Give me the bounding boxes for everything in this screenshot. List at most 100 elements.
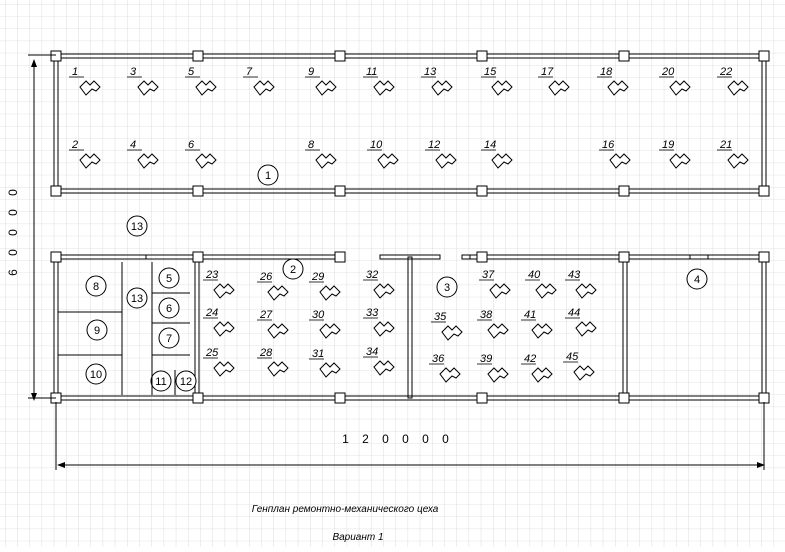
machine-symbol — [531, 367, 553, 383]
column — [618, 251, 630, 263]
machine-number: 37 — [482, 269, 495, 281]
machine-23: 23 — [203, 269, 235, 299]
column — [334, 392, 346, 404]
machine-44: 44 — [565, 307, 597, 337]
zone-number: 9 — [94, 325, 100, 337]
zone-10: 10 — [85, 363, 107, 385]
machine-2: 2 — [69, 139, 101, 169]
machine-number: 13 — [424, 66, 437, 78]
machine-number: 23 — [205, 269, 219, 281]
machine-25: 25 — [203, 347, 235, 377]
column — [476, 392, 488, 404]
machine-symbol — [267, 361, 289, 377]
machine-number: 42 — [524, 353, 536, 365]
machine-number: 24 — [205, 307, 218, 319]
zone-circle — [150, 370, 172, 392]
zone-circle — [282, 258, 304, 280]
machine-15: 15 — [481, 66, 513, 96]
zone-13: 13 — [126, 215, 148, 237]
machine-number: 41 — [524, 309, 536, 321]
zone-7: 7 — [158, 327, 180, 349]
machine-number: 45 — [566, 351, 579, 363]
machine-symbol — [535, 283, 557, 299]
machine-number: 33 — [366, 307, 379, 319]
machine-32: 32 — [363, 269, 395, 299]
machine-9: 9 — [305, 66, 337, 96]
machine-number: 10 — [370, 139, 383, 151]
machine-number: 28 — [259, 347, 273, 359]
zone-number: 5 — [166, 273, 172, 285]
machine-5: 5 — [185, 66, 217, 96]
zone-number: 3 — [444, 282, 450, 294]
machine-17: 17 — [538, 66, 570, 96]
machine-13: 13 — [421, 66, 453, 96]
machine-symbol — [267, 285, 289, 301]
machine-symbol — [377, 153, 399, 169]
machine-symbol — [607, 80, 629, 96]
machine-symbol — [491, 80, 513, 96]
zone-circle — [126, 287, 148, 309]
machine-symbol — [548, 80, 570, 96]
column — [758, 185, 770, 197]
machine-number: 17 — [541, 66, 554, 78]
machine-symbol — [669, 80, 691, 96]
machine-symbol — [487, 367, 509, 383]
zone-circle — [175, 370, 197, 392]
machine-number: 19 — [662, 139, 674, 151]
zone-2: 2 — [282, 258, 304, 280]
machine-symbol — [575, 321, 597, 337]
zone-circle — [436, 276, 458, 298]
machine-symbol — [489, 283, 511, 299]
machine-11: 11 — [363, 66, 395, 96]
machine-symbol — [727, 153, 749, 169]
column — [192, 251, 204, 263]
machine-7: 7 — [243, 66, 275, 96]
wall-segment — [461, 254, 691, 260]
machine-30: 30 — [309, 309, 341, 339]
machine-number: 2 — [71, 139, 78, 151]
zone-3: 3 — [436, 276, 458, 298]
machine-symbol — [213, 361, 235, 377]
machine-symbol — [669, 153, 691, 169]
height-dimension-label: 6 0 0 0 0 — [6, 184, 20, 276]
service-partitions — [58, 262, 190, 395]
zone-circle — [86, 319, 108, 341]
dimension-lines — [28, 54, 765, 470]
machine-40: 40 — [525, 269, 557, 299]
machine-number: 27 — [259, 309, 273, 321]
zone-1: 1 — [257, 164, 279, 186]
machine-symbol — [727, 80, 749, 96]
column — [476, 251, 488, 263]
machine-symbol — [441, 325, 463, 341]
column — [334, 251, 346, 263]
machine-number: 4 — [130, 139, 136, 151]
machine-number: 26 — [259, 271, 273, 283]
machine-number: 11 — [366, 66, 377, 78]
machine-26: 26 — [257, 271, 289, 301]
column — [50, 185, 62, 197]
machine-symbol — [267, 323, 289, 339]
zone-number: 12 — [180, 376, 192, 388]
machine-43: 43 — [565, 269, 597, 299]
zone-6: 6 — [158, 297, 180, 319]
machine-number: 15 — [484, 66, 497, 78]
zone-number: 2 — [290, 264, 296, 276]
machine-symbol — [439, 367, 461, 383]
column — [758, 50, 770, 62]
column — [476, 185, 488, 197]
zone-number: 10 — [90, 369, 102, 381]
machine-24: 24 — [203, 307, 235, 337]
column — [758, 251, 770, 263]
zone-12: 12 — [175, 370, 197, 392]
machine-symbol — [213, 283, 235, 299]
machine-19: 19 — [659, 139, 691, 169]
zone-circle — [85, 363, 107, 385]
machine-number: 1 — [72, 66, 78, 78]
machine-20: 20 — [659, 66, 691, 96]
machine-symbol — [609, 153, 631, 169]
caption-variant: Вариант 1 — [332, 532, 383, 543]
column — [618, 50, 630, 62]
machine-number: 44 — [568, 307, 580, 319]
machine-symbol — [195, 153, 217, 169]
